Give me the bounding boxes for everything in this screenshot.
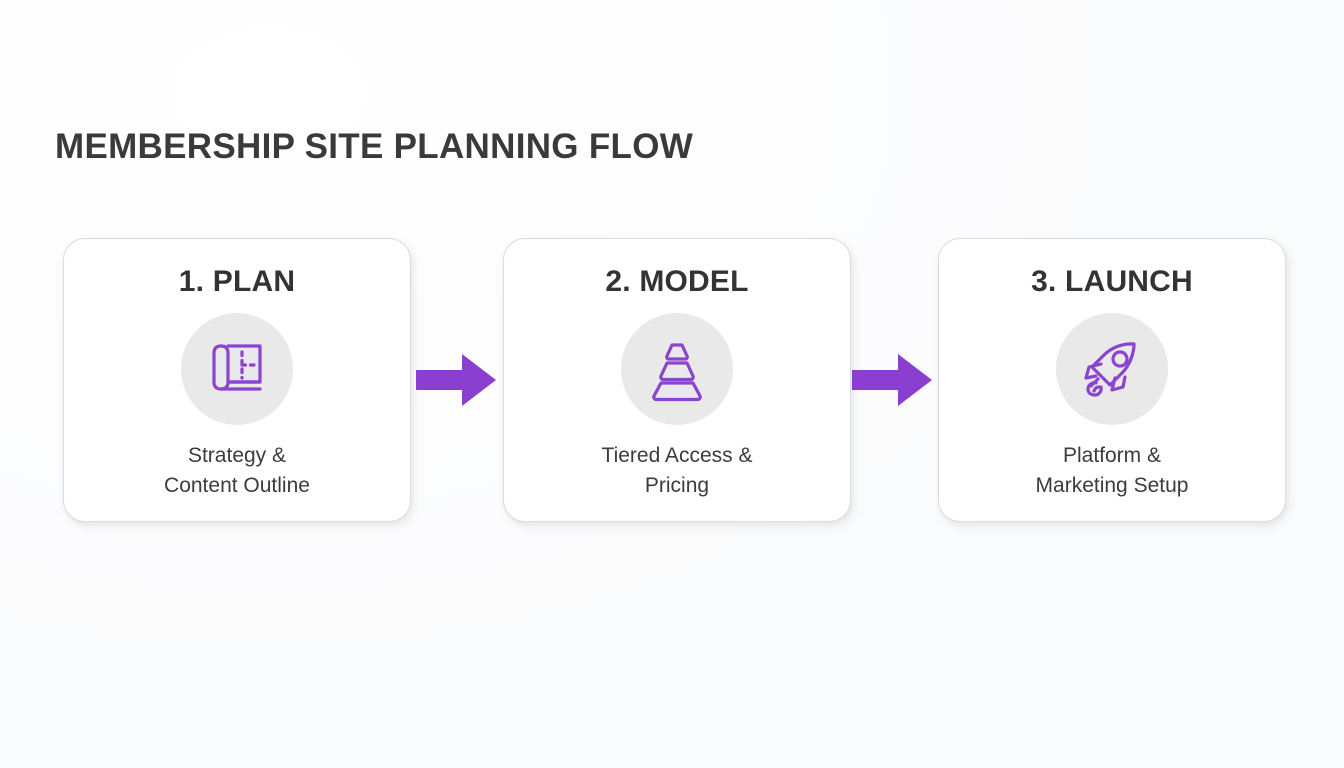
- flow-step-description: Tiered Access & Pricing: [601, 444, 753, 497]
- arrow-right-icon: [416, 354, 496, 412]
- flow-connector-1: [416, 352, 496, 408]
- flow-step-description: Strategy & Content Outline: [164, 444, 310, 497]
- page-title: MEMBERSHIP SITE PLANNING FLOW: [55, 127, 694, 166]
- blueprint-icon: [202, 332, 272, 407]
- flow-step-card-plan[interactable]: 1. PLAN: [63, 238, 411, 522]
- flow-connector-2: [852, 352, 932, 408]
- pyramid-tiers-icon: [641, 331, 713, 408]
- flow-step-title: 1. PLAN: [178, 265, 296, 298]
- flow-step-card-model[interactable]: 2. MODEL Tiered Access & Pricing: [503, 238, 851, 522]
- process-flow-diagram: 1. PLAN: [0, 238, 1344, 528]
- flow-step-title: 2. MODEL: [605, 265, 749, 298]
- flow-step-title: 3. LAUNCH: [1031, 265, 1193, 298]
- flow-step-description: Platform & Marketing Setup: [1035, 444, 1189, 497]
- arrow-right-icon: [852, 354, 932, 412]
- icon-badge: [1056, 313, 1168, 425]
- icon-badge: [181, 313, 293, 425]
- flow-step-card-launch[interactable]: 3. LAUNCH: [938, 238, 1286, 522]
- icon-badge: [621, 313, 733, 425]
- rocket-icon: [1076, 331, 1148, 408]
